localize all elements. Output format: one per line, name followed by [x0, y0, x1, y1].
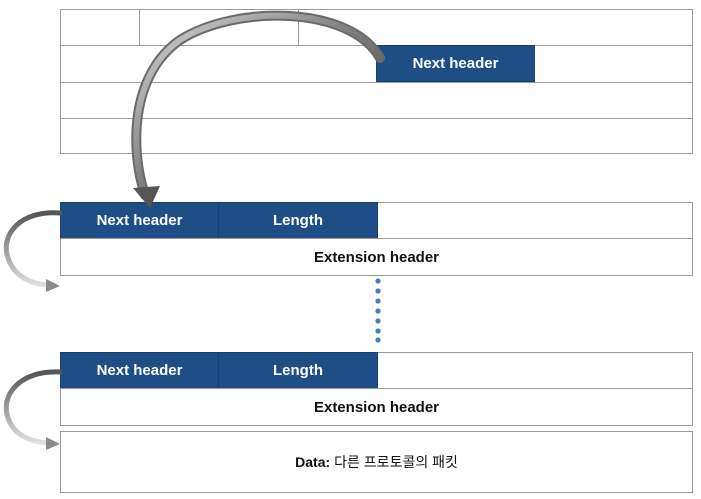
ext1-length-field: Length — [218, 202, 378, 239]
ipv6-next-header-field: Next header — [376, 45, 535, 82]
ipv6-row-4 — [60, 118, 693, 154]
ext1-next-header-field: Next header — [60, 202, 219, 239]
ellipsis-dots — [375, 278, 381, 343]
ext2-body-row — [60, 388, 693, 426]
payload-text: 다른 프로토콜의 패킷 — [334, 454, 458, 470]
payload-label: Data: 다른 프로토콜의 패킷 — [60, 431, 693, 493]
ext1-title: Extension header — [313, 248, 440, 266]
ext2-length-field: Length — [218, 352, 378, 389]
loop-arrow-1 — [3, 210, 63, 292]
ext2-next-header-field: Next header — [60, 352, 219, 389]
loop-arrow-2 — [3, 369, 63, 450]
ext2-title: Extension header — [313, 398, 440, 416]
ext1-body-row — [60, 238, 693, 276]
ipv6-row-1-cell-1 — [60, 9, 140, 46]
payload-prefix: Data: — [295, 454, 331, 470]
big-curved-arrow — [131, 10, 385, 208]
payload-box — [60, 431, 693, 493]
